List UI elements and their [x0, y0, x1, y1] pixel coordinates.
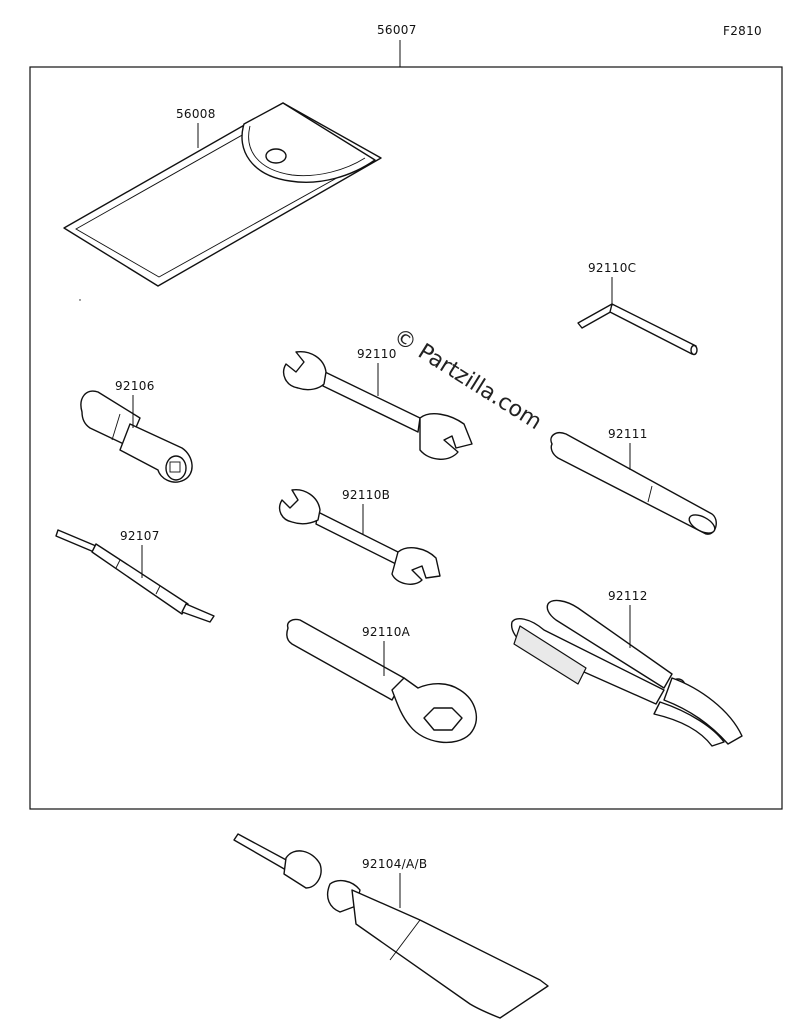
screwdriver-drawing	[55, 529, 215, 623]
label-screwdriver: 92107	[120, 529, 160, 543]
box-wrench-drawing	[286, 618, 478, 744]
label-pouch: 56008	[176, 107, 216, 121]
label-spark-plug-wrench: 92106	[115, 379, 155, 393]
label-large-wrench: 92110	[357, 347, 397, 361]
large-wrench-drawing	[282, 351, 473, 460]
label-grease-tube: 92104/A/B	[362, 857, 427, 871]
figure-code: F2810	[723, 24, 762, 38]
small-wrench-drawing	[278, 489, 441, 585]
label-handle: 92111	[608, 427, 648, 441]
kit-frame	[29, 66, 783, 810]
label-pliers: 92112	[608, 589, 648, 603]
label-small-wrench: 92110B	[342, 488, 390, 502]
hex-key-drawing	[577, 303, 698, 356]
pliers-drawing	[510, 599, 743, 747]
label-hex-key: 92110C	[588, 261, 636, 275]
spark-plug-wrench-drawing	[79, 299, 193, 483]
pouch-drawing	[63, 102, 382, 287]
label-box-wrench: 92110A	[362, 625, 411, 639]
grease-tube-drawing	[233, 833, 549, 1019]
handle-drawing	[550, 432, 717, 535]
label-kit: 56007	[377, 23, 417, 37]
